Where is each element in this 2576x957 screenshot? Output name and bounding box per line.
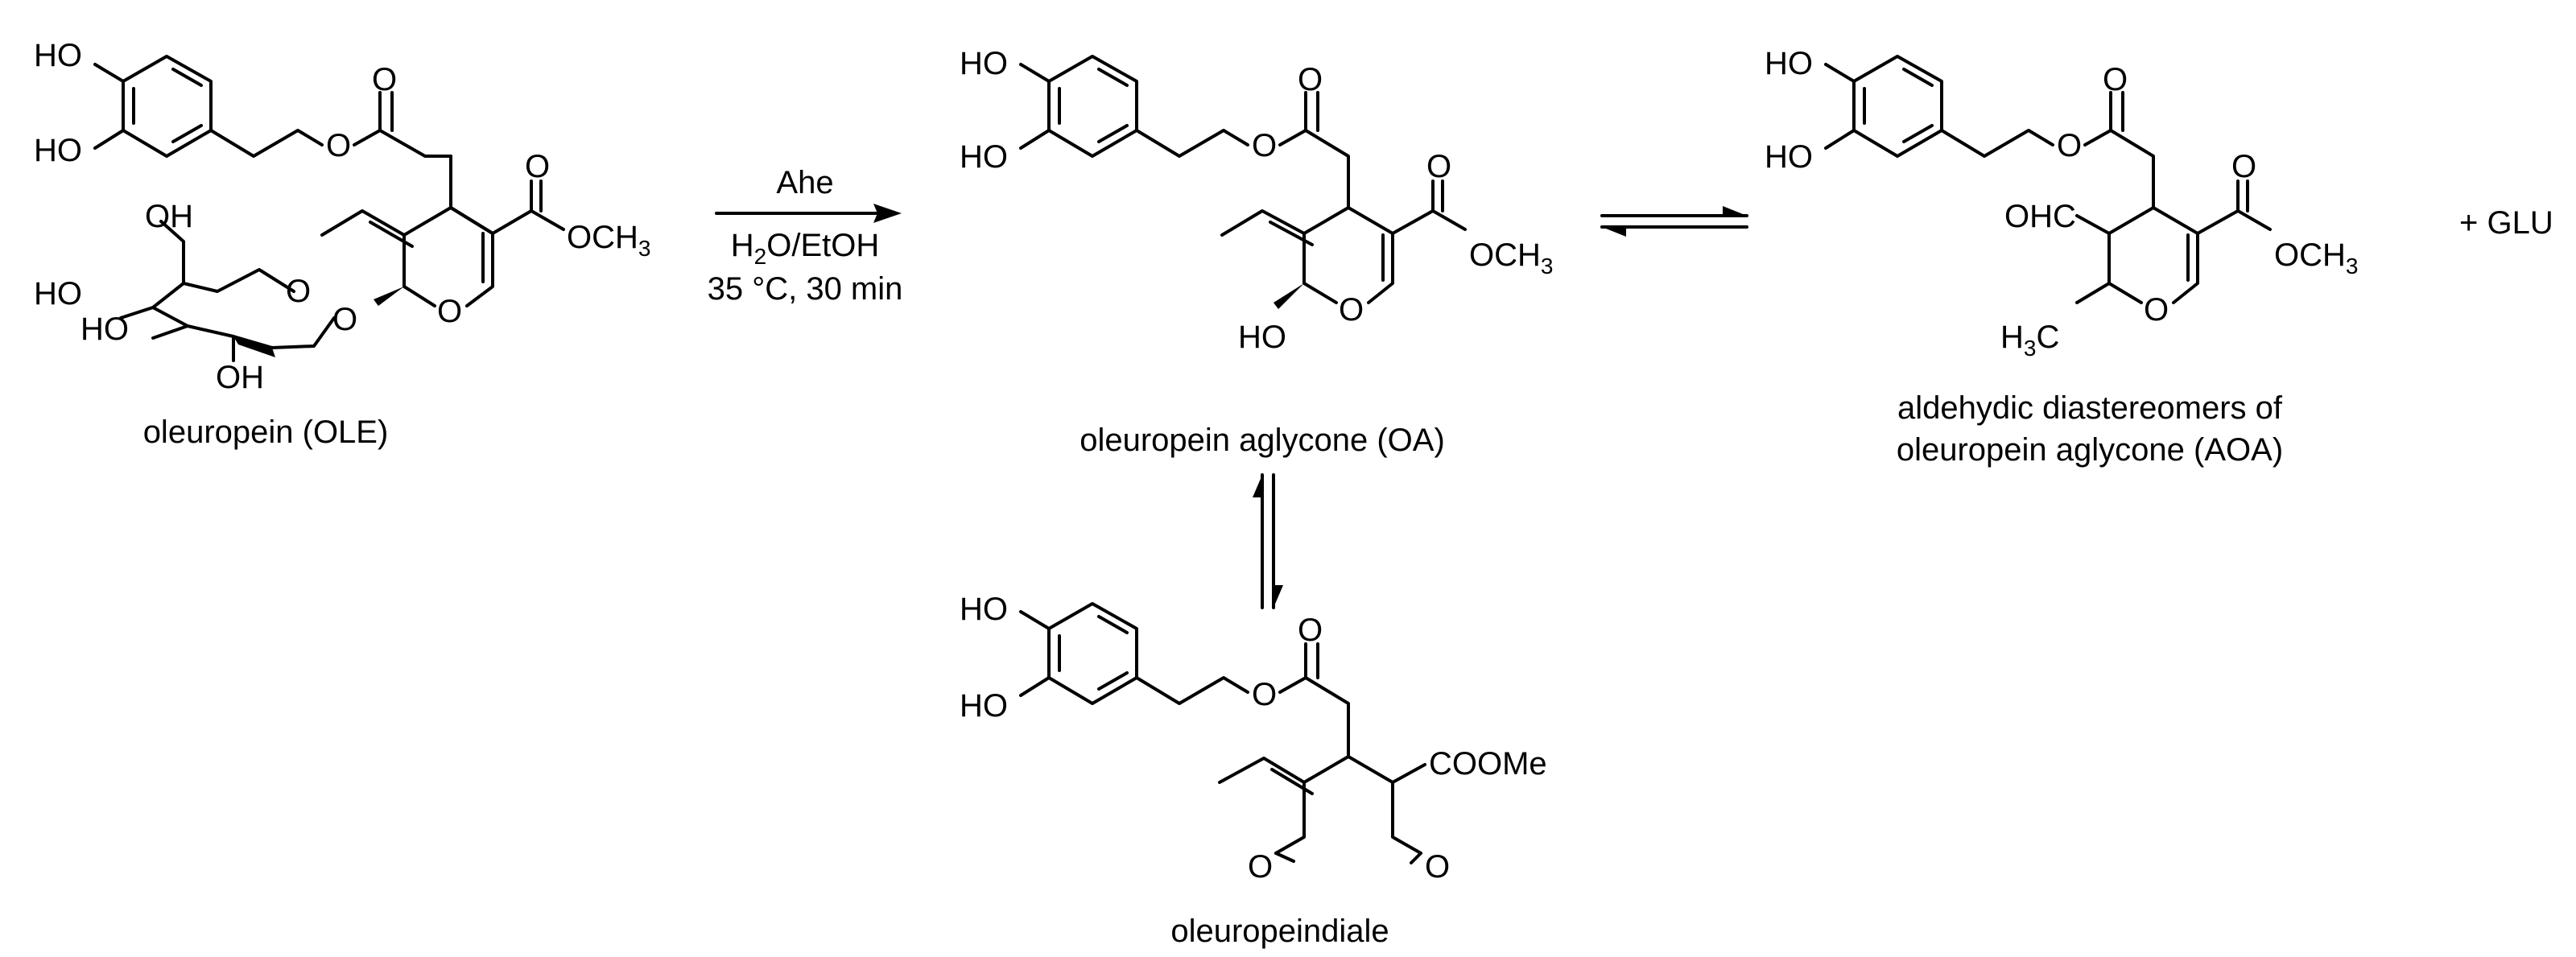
compound-caption-aoa-line2: oleuropein aglycone (AOA)	[1897, 432, 2283, 468]
oleuropein-labels: HO HO O O O OCH3 OH O HO HO OH O O oleur…	[34, 38, 650, 450]
och3-label: OCH3	[2274, 237, 2358, 278]
enzyme-label: Ahe	[776, 165, 833, 200]
compound-caption-ole: oleuropein (OLE)	[143, 415, 389, 450]
och3-label: OCH3	[567, 220, 650, 261]
byproduct-label: + GLU	[2459, 205, 2553, 241]
solvent-label: H2O/EtOH	[731, 228, 880, 269]
atom-label: O	[332, 302, 357, 337]
atom-label: O	[1426, 149, 1451, 184]
oleuropein-aglycone-labels: HO HO O O O OCH3 HO O oleuropein aglycon…	[960, 46, 1553, 458]
reaction-arrow: Ahe H2O/EtOH 35 °C, 30 min	[708, 165, 903, 307]
atom-label: O	[2144, 292, 2169, 328]
atom-label: O	[437, 294, 462, 329]
atom-label: O	[1339, 292, 1364, 328]
oleuropeindiale-structure	[1019, 602, 1426, 864]
atom-label: HO	[34, 276, 82, 311]
och3-label: OCH3	[1469, 237, 1553, 278]
atom-label: HO	[1238, 320, 1286, 355]
atom-label: HO	[960, 592, 1008, 627]
atom-label: O	[2231, 149, 2256, 184]
aoa-labels: HO HO O O O OCH3 OHC H3C O aldehydic dia…	[1765, 46, 2553, 468]
atom-label: O	[326, 128, 351, 163]
atom-label: O	[372, 62, 397, 97]
atom-label: OH	[145, 199, 193, 234]
atom-label: O	[286, 274, 311, 309]
atom-label: O	[1425, 849, 1450, 885]
compound-caption-oa: oleuropein aglycone (OA)	[1080, 423, 1445, 458]
atom-label: HO	[80, 311, 129, 347]
atom-label: HO	[960, 46, 1008, 81]
atom-label: HO	[1765, 139, 1813, 175]
atom-label: O	[1252, 677, 1277, 712]
atom-label: O	[1252, 128, 1277, 163]
atom-label: HO	[34, 38, 82, 73]
compound-caption-dial: oleuropeindiale	[1170, 914, 1389, 949]
atom-label: O	[1298, 613, 1323, 648]
atom-label: O	[2103, 62, 2128, 97]
atom-label: OHC	[2004, 199, 2076, 234]
atom-label: HO	[960, 688, 1008, 724]
atom-label: O	[1248, 849, 1273, 885]
atom-label: O	[2057, 128, 2082, 163]
atom-label: COOMe	[1429, 746, 1547, 782]
atom-label: O	[1298, 62, 1323, 97]
atom-label: HO	[960, 139, 1008, 175]
atom-label: HO	[34, 133, 82, 168]
oleuropeindiale-labels: HO HO O O COOMe O O oleuropeindiale	[960, 592, 1547, 949]
conditions-label: 35 °C, 30 min	[708, 271, 903, 307]
compound-caption-aoa-line1: aldehydic diastereomers of	[1897, 390, 2283, 426]
h3c-label: H3C	[2000, 320, 2059, 361]
oleuropein-structure	[93, 55, 565, 362]
oleuropein-aglycone-structure	[1019, 55, 1467, 309]
atom-label: HO	[1765, 46, 1813, 81]
aoa-structure	[1824, 55, 2272, 304]
atom-label: OH	[216, 360, 264, 395]
atom-label: O	[525, 149, 550, 184]
equilibrium-arrow-horizontal	[1600, 206, 1748, 237]
equilibrium-arrow-vertical	[1253, 473, 1283, 609]
